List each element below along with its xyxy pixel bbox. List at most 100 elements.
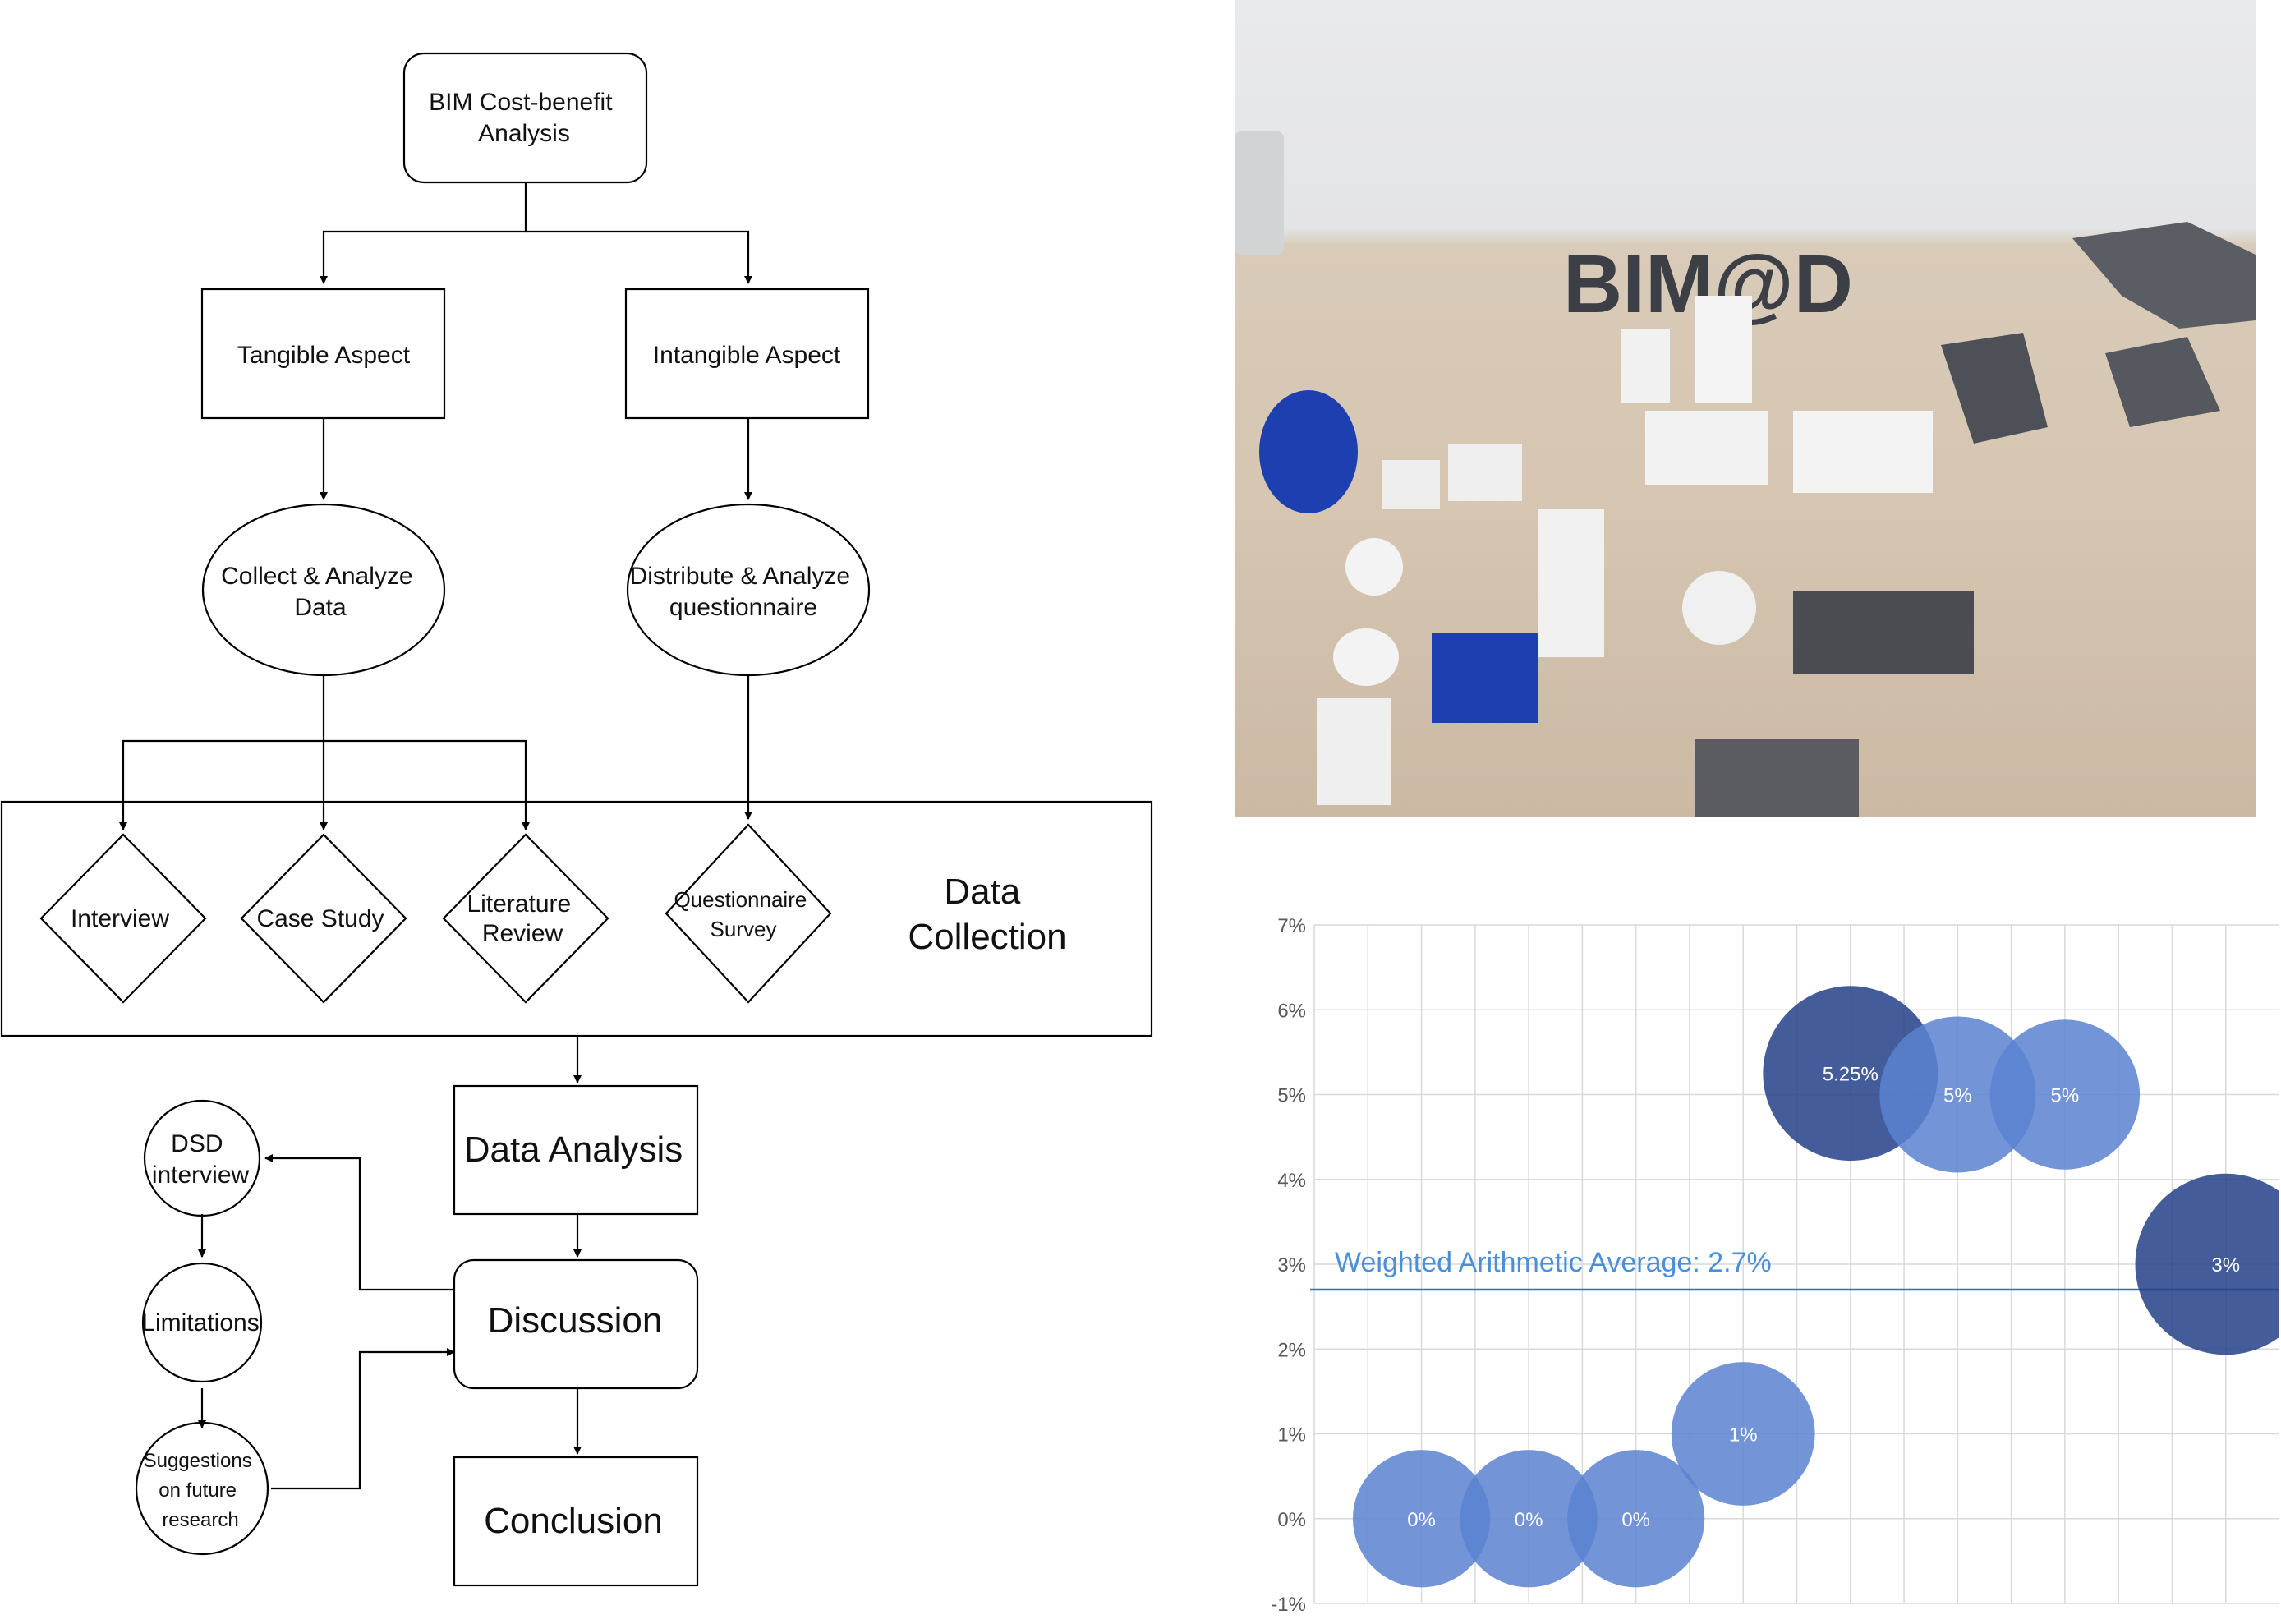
white-model bbox=[1538, 509, 1604, 657]
interview-label: Interview bbox=[71, 905, 169, 932]
y-tick-label: 5% bbox=[1277, 1085, 1306, 1107]
white-model bbox=[1621, 329, 1670, 403]
questionnaire-label-1: Questionnaire bbox=[674, 887, 807, 912]
bubble-label: 5% bbox=[2051, 1085, 2080, 1107]
discussion-label: Discussion bbox=[488, 1300, 663, 1341]
terrain-model bbox=[1941, 333, 2048, 444]
bubble-chart: -1% 0% 1% 2% 3% 4% 5% 6% 7% Weighted Arithmetic … bbox=[1271, 916, 2279, 1614]
svg-text:Questionnaire Survey: Questionnaire Survey bbox=[674, 887, 812, 941]
literature-label-2: Review bbox=[482, 920, 563, 947]
wall-socket bbox=[1235, 131, 1284, 255]
suggestions-label-3: research bbox=[162, 1509, 238, 1531]
bubble bbox=[1879, 1016, 2036, 1173]
y-tick-label: 7% bbox=[1277, 916, 1306, 937]
terrain-model bbox=[2072, 222, 2256, 329]
data-collection-label-1: Data bbox=[944, 872, 1020, 912]
bubble bbox=[1671, 1362, 1815, 1506]
white-model bbox=[1695, 296, 1752, 403]
photo-3d-printed-models: BIM@D bbox=[1235, 0, 2256, 817]
grey-building bbox=[1793, 591, 1974, 674]
data-analysis-node bbox=[453, 1084, 699, 1216]
solar-panel bbox=[1432, 633, 1538, 723]
tangible-label: Tangible Aspect bbox=[237, 342, 411, 369]
y-tick-label: 6% bbox=[1277, 1000, 1306, 1022]
bubble-label: 5.25% bbox=[1823, 1064, 1879, 1086]
connector bbox=[119, 675, 325, 830]
interview-node bbox=[39, 833, 207, 1004]
data-collection-label-2: Collection bbox=[908, 917, 1066, 957]
dsd-label-2: interview bbox=[152, 1162, 250, 1189]
case-study-node bbox=[240, 833, 407, 1004]
y-tick-label: 2% bbox=[1277, 1339, 1306, 1361]
discussion-node bbox=[453, 1258, 699, 1390]
connector bbox=[264, 1154, 454, 1291]
bubble bbox=[2135, 1173, 2279, 1355]
suggestions-label-1: Suggestions bbox=[144, 1450, 252, 1472]
white-model bbox=[1682, 571, 1756, 645]
bubble bbox=[1460, 1450, 1598, 1588]
flowchart: BIM Cost-benefit Analysis Tangible Aspec… bbox=[0, 52, 1153, 1587]
connector bbox=[271, 1348, 455, 1490]
svg-text:Literature Review: Literature Review bbox=[467, 890, 577, 947]
photo-illustration: BIM@D bbox=[1235, 131, 2256, 817]
conclusion-label: Conclusion bbox=[484, 1501, 663, 1541]
white-model bbox=[1345, 538, 1403, 596]
y-tick-label: 0% bbox=[1277, 1509, 1306, 1531]
limitations-node bbox=[141, 1262, 263, 1383]
connector bbox=[320, 182, 527, 284]
y-tick-label: -1% bbox=[1271, 1594, 1306, 1614]
questionnaire-label-2: Survey bbox=[711, 917, 777, 941]
bubble bbox=[1567, 1450, 1705, 1588]
collect-node bbox=[201, 503, 446, 677]
white-model bbox=[1448, 444, 1522, 501]
terrain-model bbox=[2105, 337, 2220, 427]
white-model bbox=[1382, 460, 1440, 509]
intangible-label: Intangible Aspect bbox=[653, 342, 841, 369]
tangible-node bbox=[200, 288, 446, 420]
white-model bbox=[1333, 628, 1399, 686]
bubble bbox=[1989, 1019, 2141, 1170]
data-analysis-label: Data Analysis bbox=[464, 1129, 683, 1170]
y-tick-label: 4% bbox=[1277, 1170, 1306, 1192]
bubble-label: 3% bbox=[2211, 1254, 2240, 1277]
svg-text:Suggestions on future: Suggestions on future research bbox=[144, 1450, 258, 1531]
bubble-label: 0% bbox=[1621, 1509, 1650, 1531]
svg-text:BIM Cost-benefit Analysis: BIM Cost-benefit Analysis bbox=[429, 89, 619, 147]
blue-valve bbox=[1259, 390, 1358, 513]
collect-label-2: Data bbox=[294, 594, 347, 621]
suggestions-label-2: on future bbox=[159, 1479, 237, 1502]
dsd-label-1: DSD bbox=[171, 1130, 223, 1157]
literature-label-1: Literature bbox=[467, 890, 571, 918]
distribute-label-1: Distribute & Analyze bbox=[630, 563, 850, 590]
connector bbox=[324, 739, 530, 830]
svg-text:DSD interview: DSD interview bbox=[152, 1130, 250, 1189]
literature-node bbox=[442, 833, 609, 1004]
questionnaire-node bbox=[665, 823, 832, 1004]
root-label-1: BIM Cost-benefit bbox=[429, 89, 613, 116]
bubble bbox=[1352, 1450, 1491, 1588]
dsd-interview-node bbox=[143, 1099, 261, 1217]
collect-label-1: Collect & Analyze bbox=[221, 563, 412, 590]
limitations-label: Limitations bbox=[141, 1309, 259, 1336]
svg-text:Data Collection: Data Collection bbox=[908, 872, 1066, 957]
bubble-label: 0% bbox=[1515, 1509, 1543, 1531]
bubble-label: 5% bbox=[1943, 1085, 1972, 1107]
case-study-label: Case Study bbox=[256, 905, 384, 932]
y-tick-label: 3% bbox=[1277, 1254, 1306, 1277]
root-label-2: Analysis bbox=[478, 120, 570, 147]
root-node bbox=[402, 52, 648, 184]
distribute-node bbox=[626, 503, 871, 677]
white-model bbox=[1317, 698, 1391, 805]
bubble-label: 1% bbox=[1729, 1424, 1758, 1447]
grey-building bbox=[1695, 739, 1859, 817]
reference-line-label: Weighted Arithmetic Average: 2.7% bbox=[1335, 1247, 1772, 1278]
intangible-node bbox=[624, 288, 870, 420]
y-axis-ticks: -1% 0% 1% 2% 3% 4% 5% 6% 7% bbox=[1271, 916, 1306, 1614]
data-collection-box bbox=[0, 800, 1153, 1037]
svg-text:Collect & Analyze Data: Collect & Analyze Data bbox=[221, 563, 420, 621]
svg-text:Distribute & Analyze quest: Distribute & Analyze questionnaire bbox=[630, 563, 858, 621]
conclusion-node bbox=[453, 1456, 699, 1587]
bubble-label: 0% bbox=[1407, 1509, 1436, 1531]
y-tick-label: 1% bbox=[1277, 1424, 1306, 1447]
white-model bbox=[1645, 411, 1768, 485]
